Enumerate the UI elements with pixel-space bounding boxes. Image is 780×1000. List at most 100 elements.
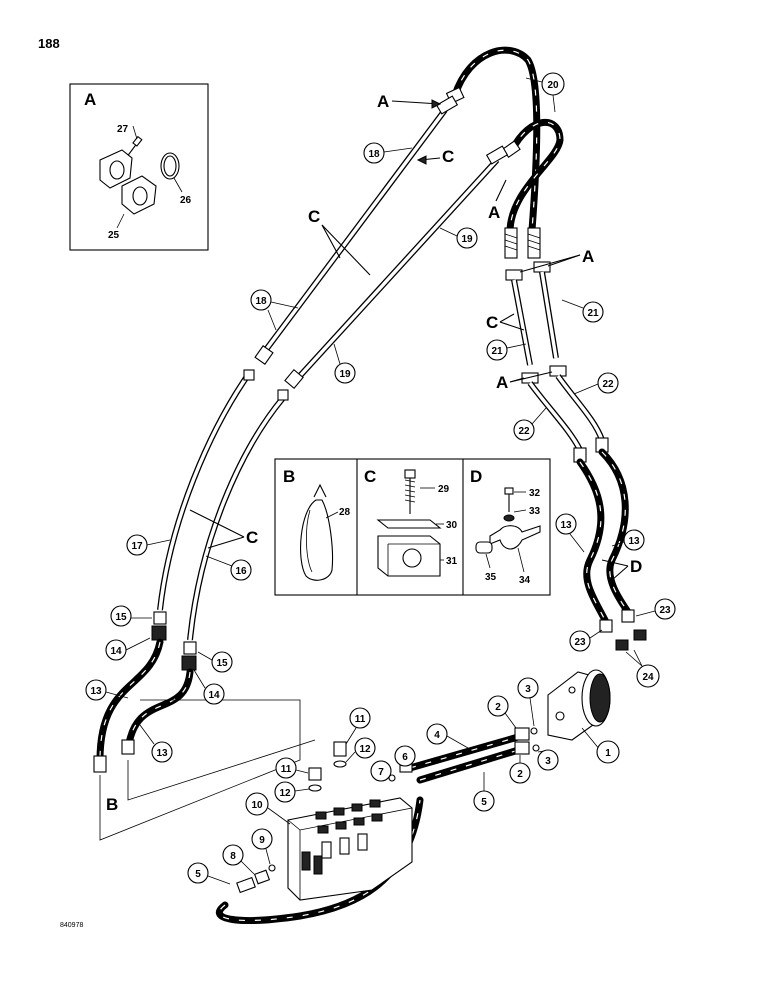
detail-letter-c-left: C [308,207,320,226]
routing-line-b [127,739,316,801]
callout-32: 32 [529,488,541,499]
hydraulic-pump [547,669,611,751]
pipe-clip [489,525,541,550]
hose-fitting-left [504,227,518,259]
fitting-15-left [153,611,167,625]
callout-12a: 12 [274,781,296,803]
detail-letter-c-right: C [486,313,498,332]
svg-text:13: 13 [628,536,640,547]
callout-15a: 15 [110,605,132,627]
callout-2b: 2 [509,762,531,784]
svg-text:15: 15 [216,658,228,669]
svg-text:14: 14 [110,646,122,657]
svg-text:19: 19 [461,234,473,245]
callout-18a: 18 [363,142,385,164]
svg-text:9: 9 [259,835,265,846]
svg-text:23: 23 [659,605,671,616]
svg-text:22: 22 [518,426,530,437]
callout-18b: 18 [250,289,272,311]
svg-text:15: 15 [115,612,127,623]
callout-23b: 23 [654,598,676,620]
o-ring-12-right [333,760,347,768]
top-hoses [445,46,564,259]
callout-12b: 12 [354,737,376,759]
svg-text:18: 18 [368,149,380,160]
o-ring-7 [388,774,396,782]
callout-34: 34 [519,575,531,586]
detail-letter-c-mid: C [442,147,454,166]
svg-text:24: 24 [642,672,654,683]
callout-19a: 19 [456,227,478,249]
flange-top-left [435,95,459,115]
callout-17: 17 [126,534,148,556]
detail-letter-d-right: D [630,557,642,576]
lower-left-hoses [93,638,316,841]
callout-33: 33 [529,506,541,517]
detail-letter-labels: A C C A A C A C B D [106,92,642,814]
o-ring-3-bottom [532,744,540,752]
inset-bcd-frame [274,458,551,596]
callout-15b: 15 [211,651,233,673]
part-callouts: 1 2 2 3 3 4 5 5 6 7 8 9 10 11 11 [85,72,676,885]
detail-letter-c-lower: C [246,528,258,547]
callout-9: 9 [251,828,273,850]
figure-code: 840978 [60,922,84,929]
clip-bolt-head [504,487,514,495]
hose-13-end-a [93,755,107,773]
callout-13c: 13 [555,513,577,535]
svg-text:21: 21 [587,308,599,319]
callout-14b: 14 [203,683,225,705]
fitting-11-right [333,741,347,757]
fitting-24-right [633,629,647,641]
svg-text:19: 19 [339,369,351,380]
callout-14a: 14 [105,639,127,661]
routing-line-a [99,699,301,841]
callout-24: 24 [636,664,660,688]
callout-21a: 21 [582,301,604,323]
callout-5b: 5 [187,862,209,884]
svg-text:2: 2 [495,702,501,713]
callout-27: 27 [117,124,129,135]
svg-text:13: 13 [560,520,572,531]
callout-25: 25 [108,230,120,241]
callout-11b: 11 [349,707,371,729]
callout-2a: 2 [487,695,509,717]
svg-text:5: 5 [195,869,201,880]
callout-10: 10 [245,792,269,816]
svg-text:12: 12 [359,744,371,755]
svg-text:3: 3 [545,756,551,767]
callout-30: 30 [446,520,458,531]
clamp-plate [376,519,442,529]
callout-3b: 3 [537,749,559,771]
svg-text:21: 21 [491,346,503,357]
svg-text:8: 8 [230,851,236,862]
svg-text:7: 7 [378,767,384,778]
coupling-19 [284,369,304,389]
callout-8: 8 [222,844,244,866]
svg-text:6: 6 [402,752,408,763]
callout-22b: 22 [513,419,535,441]
flange-top-right [485,145,509,165]
right-lines [505,261,647,651]
left-tubes [151,95,509,671]
svg-text:13: 13 [156,748,168,759]
detail-letter-b-bottom: B [106,795,118,814]
hose-13-right-a [576,458,610,626]
detail-letter-a-mid: A [488,203,500,222]
fitting-23-right [621,609,635,623]
o-ring-9 [268,864,276,872]
detail-letter-a-lower: A [496,373,508,392]
page-number: 188 [38,36,60,51]
o-ring-12-left [308,784,322,792]
svg-text:5: 5 [481,797,487,808]
flange-21-left [505,269,523,281]
callout-35: 35 [485,572,497,583]
svg-text:20: 20 [547,80,559,91]
hose-5-end [236,876,256,894]
inset-a-bolt-head [132,135,143,147]
fitting-15-right [183,641,197,655]
svg-text:14: 14 [208,690,220,701]
hose-13-end-b [121,739,135,755]
